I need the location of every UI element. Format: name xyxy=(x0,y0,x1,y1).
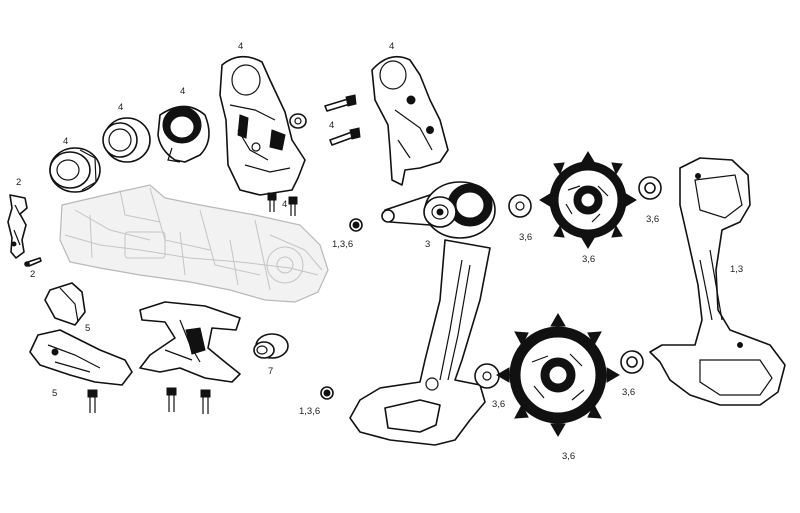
hanger-bracket-part xyxy=(219,55,306,196)
small-screw-part xyxy=(24,257,42,267)
upper-pulley-part xyxy=(539,151,637,249)
pivot-arm-part xyxy=(349,181,496,446)
lower-pulley-part xyxy=(496,313,620,437)
short-bolts-upper xyxy=(267,192,298,216)
cage-mount-part xyxy=(139,301,241,383)
label-part-4-hanger: 4 xyxy=(238,41,244,52)
label-part-7: 7 xyxy=(268,366,274,377)
label-lower-washer-right: 3,6 xyxy=(622,387,636,398)
label-part-2-screw: 2 xyxy=(30,269,36,280)
bottom-bolts-middle xyxy=(166,387,211,414)
plug-part xyxy=(49,147,101,193)
label-part-3-pivot: 3 xyxy=(425,239,431,250)
label-part-4-bolts-upper: 4 xyxy=(329,120,335,131)
derailleur-cage-upper-part xyxy=(371,55,449,186)
label-part-4-upper-cage: 4 xyxy=(389,41,395,52)
label-part-5-cover-a: 5 xyxy=(85,323,91,334)
label-bottom-bolt: 1,3,6 xyxy=(299,406,321,417)
label-upper-washer-left: 3,6 xyxy=(519,232,533,243)
ring-part xyxy=(157,105,210,163)
label-lower-washer-left: 3,6 xyxy=(492,399,506,410)
bottom-bolt-left xyxy=(87,389,98,413)
derailleur-body-ghost xyxy=(59,184,329,303)
label-top-bolt: 1,3,6 xyxy=(332,239,354,250)
label-part-4-ring: 4 xyxy=(180,86,186,97)
hanger-washer xyxy=(289,113,307,129)
part-7-fitting xyxy=(253,333,289,359)
label-part-4-plug: 4 xyxy=(63,136,69,147)
label-part-4-bushing: 4 xyxy=(118,102,124,113)
left-bracket-part xyxy=(7,194,28,259)
lower-washer-right-part xyxy=(620,350,644,374)
label-lower-pulley: 3,6 xyxy=(562,451,576,462)
long-bolts-upper xyxy=(324,94,361,146)
cover-a-part xyxy=(44,282,86,326)
upper-washer-left-part xyxy=(508,194,532,218)
label-part-2-bracket: 2 xyxy=(16,177,22,188)
top-bolt-part xyxy=(349,218,363,232)
outer-cage-plate-part xyxy=(649,157,786,406)
label-upper-washer-right: 3,6 xyxy=(646,214,660,225)
bottom-bolt-part xyxy=(320,386,334,400)
label-part-5-cover-b: 5 xyxy=(52,388,58,399)
cover-b-part xyxy=(29,329,133,386)
lower-washer-left-part xyxy=(474,363,500,389)
bushing-part xyxy=(102,117,151,163)
label-part-4-bolts-lower: 4 xyxy=(282,199,288,210)
label-upper-pulley: 3,6 xyxy=(582,254,596,265)
upper-washer-right-part xyxy=(638,176,662,200)
label-outer-cage-plate: 1,3 xyxy=(730,264,744,275)
